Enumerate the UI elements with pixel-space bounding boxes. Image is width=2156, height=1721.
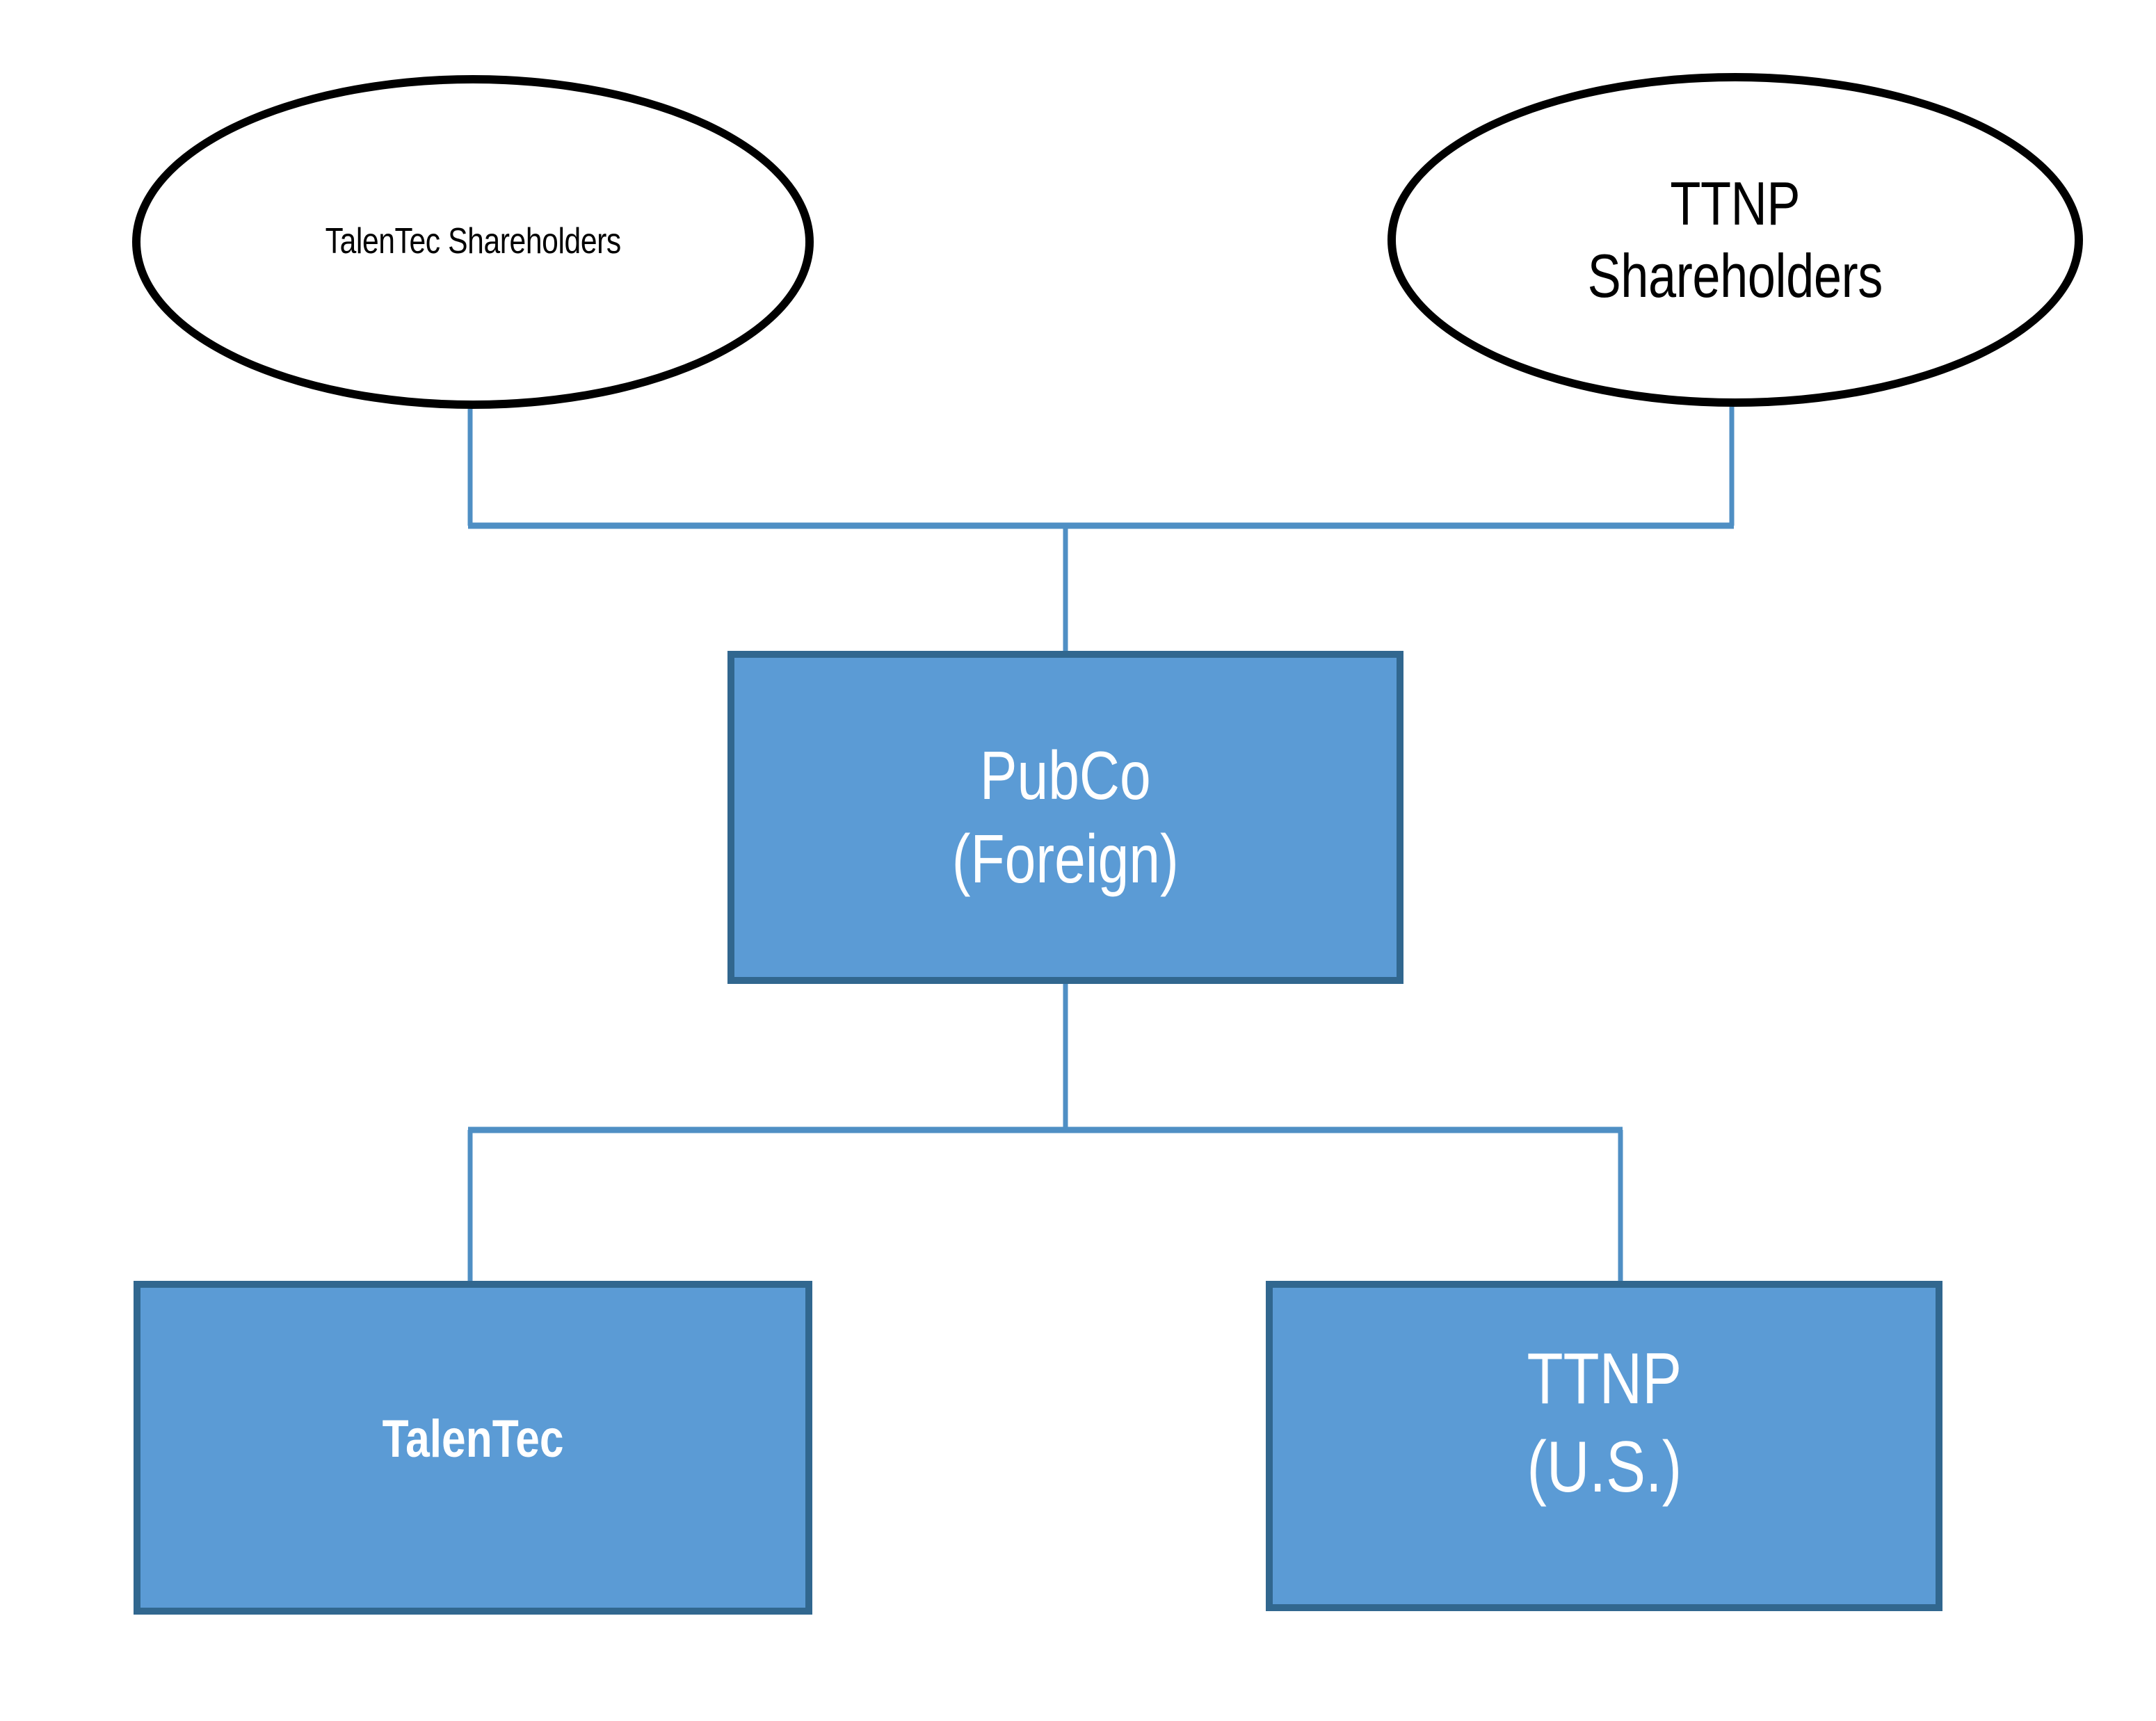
node-pubco[interactable]: PubCo (Foreign) xyxy=(727,651,1403,984)
node-talentec[interactable]: TalenTec xyxy=(134,1281,812,1615)
node-ttnp-us[interactable]: TTNP (U.S.) xyxy=(1266,1281,1942,1611)
node-ttnp-shareholders-label: TTNP Shareholders xyxy=(1587,169,1883,310)
node-talentec-shareholders-label: TalenTec Shareholders xyxy=(325,221,621,262)
node-talentec-shareholders[interactable]: TalenTec Shareholders xyxy=(132,75,814,409)
node-ttnp-us-label: TTNP (U.S.) xyxy=(1527,1339,1682,1508)
node-pubco-label: PubCo (Foreign) xyxy=(951,736,1180,897)
node-talentec-label: TalenTec xyxy=(382,1409,564,1469)
node-ttnp-shareholders[interactable]: TTNP Shareholders xyxy=(1387,73,2083,407)
